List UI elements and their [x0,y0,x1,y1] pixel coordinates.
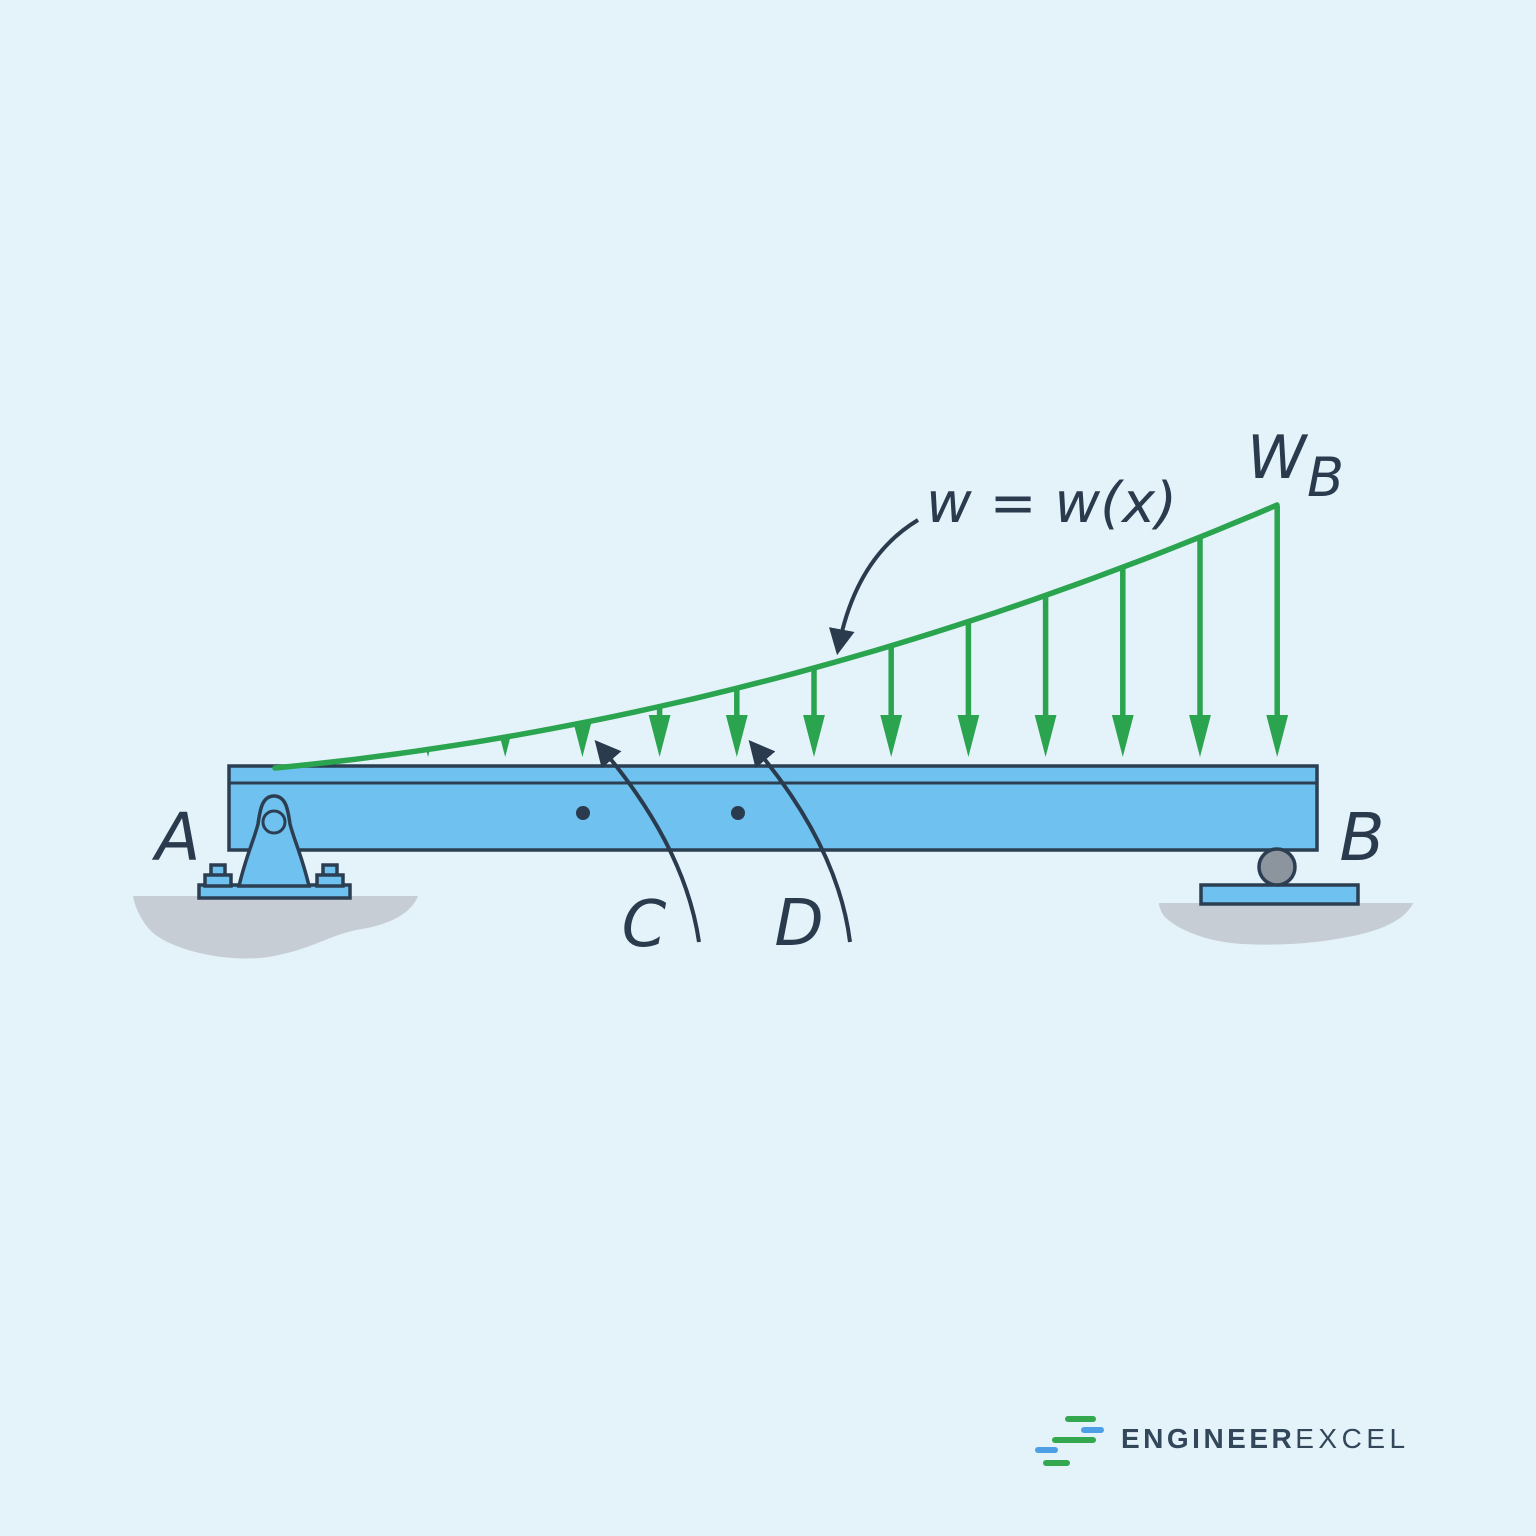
load-label-leader-arrow [829,518,920,656]
point-d-dot [731,806,745,820]
load-arrow-1 [426,749,430,757]
logo-bar-green-1 [1065,1416,1096,1422]
load-arrow-4 [648,707,671,757]
logo-bar-blue-1 [1081,1427,1104,1433]
engineerexcel-logo: ENGINEEREXCEL [1035,1412,1410,1466]
ground-right [1159,903,1413,945]
logo-bar-blue-2 [1035,1447,1058,1453]
point-c-dot [576,806,590,820]
load-arrow-8 [957,622,980,757]
load-arrow-9 [1034,596,1057,757]
distributed-load [272,502,1289,771]
load-arrow-12 [1266,506,1289,757]
load-function-label: w = w(x) [926,471,1177,536]
logo-wordmark: ENGINEEREXCEL [1121,1425,1410,1453]
peak-load-label: WB [1247,423,1344,509]
pin-bracket [236,794,312,888]
logo-bars-icon [1035,1412,1104,1466]
point-c-leader-arrow [594,740,701,943]
load-arrow-7 [880,646,903,757]
ground-left [133,896,418,959]
logo-text-excel: EXCEL [1295,1423,1410,1454]
load-arrow-3 [573,722,592,757]
roller-support-b [1199,847,1360,906]
logo-bar-green-3 [1043,1460,1070,1466]
roller-wheel [1257,847,1297,887]
pin-support-a [197,794,352,900]
peak-load-subscript: B [1307,446,1344,509]
load-intensity-curve [272,502,1280,771]
peak-load-symbol: W [1247,423,1309,493]
pin-bolt-right [315,873,345,888]
beam-body [227,764,1319,852]
roller-plate [1199,883,1360,906]
load-arrow-6 [803,669,825,757]
pin-hole [261,809,287,835]
support-b-label: B [1339,799,1384,876]
pin-bolt-left [203,873,233,888]
beam [227,764,1319,852]
point-d-leader-arrow [748,740,852,943]
load-arrow-5 [725,689,748,757]
logo-bar-green-2 [1052,1437,1096,1443]
logo-text-engineer: ENGINEER [1121,1423,1296,1454]
load-arrow-10 [1111,568,1134,757]
load-arrow-11 [1189,538,1211,757]
load-arrow-2 [500,737,511,757]
point-c-label: C [622,888,667,962]
point-d-label: D [774,887,823,961]
support-a-label: A [151,799,200,876]
